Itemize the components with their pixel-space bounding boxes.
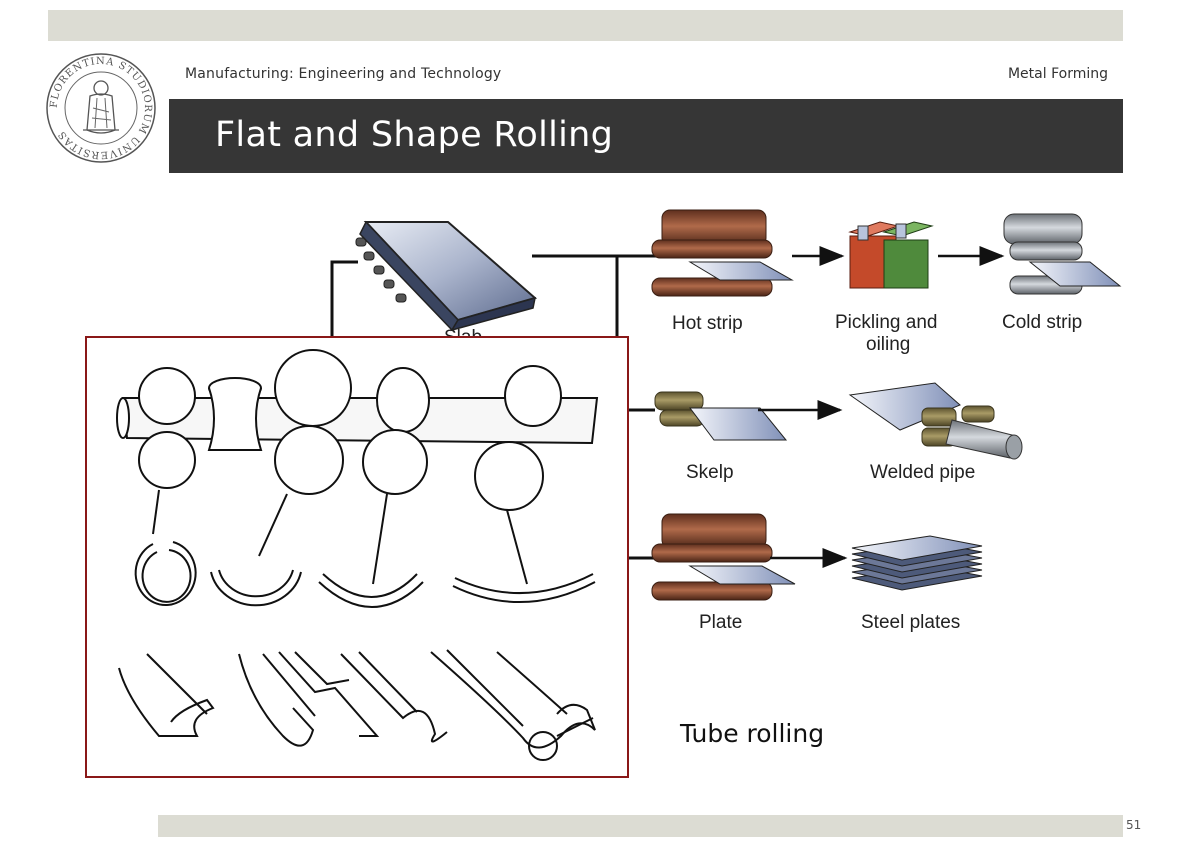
cold-strip-mill [1003, 213, 1122, 295]
label-cold-strip: Cold strip [1002, 312, 1082, 333]
steel-plates-stack [851, 535, 983, 591]
label-steel-plates: Steel plates [861, 612, 960, 633]
pickling-tanks [848, 221, 934, 289]
flow-connectors [330, 254, 660, 560]
slab-illustration [355, 220, 538, 332]
bottom-band [158, 815, 1123, 837]
label-welded-pipe: Welded pipe [870, 462, 975, 483]
course-title: Manufacturing: Engineering and Technolog… [185, 66, 502, 82]
label-plate: Plate [699, 612, 742, 633]
label-skelp: Skelp [686, 462, 734, 483]
tube-rolling-illustration [116, 349, 599, 761]
page-number: 51 [1126, 818, 1142, 832]
tube-rolling-caption: Tube rolling [680, 719, 825, 748]
welded-pipe-illustration [848, 382, 1023, 460]
section-topic: Metal Forming [1007, 66, 1108, 82]
plate-mill [651, 513, 796, 601]
hot-strip-mill [651, 209, 794, 297]
label-pickling-line1: Pickling and [835, 312, 937, 333]
label-pickling-line2: oiling [866, 334, 910, 355]
title-bar: Flat and Shape Rolling [169, 99, 1123, 173]
university-seal-logo: FLORENTINA STUDIORUM UNIVERSITAS [46, 53, 156, 163]
slide-title: Flat and Shape Rolling [215, 115, 614, 155]
tube-rolling-inset [85, 336, 629, 778]
label-hot-strip: Hot strip [672, 313, 743, 334]
top-band [48, 10, 1123, 41]
skelp-mill [654, 391, 788, 441]
